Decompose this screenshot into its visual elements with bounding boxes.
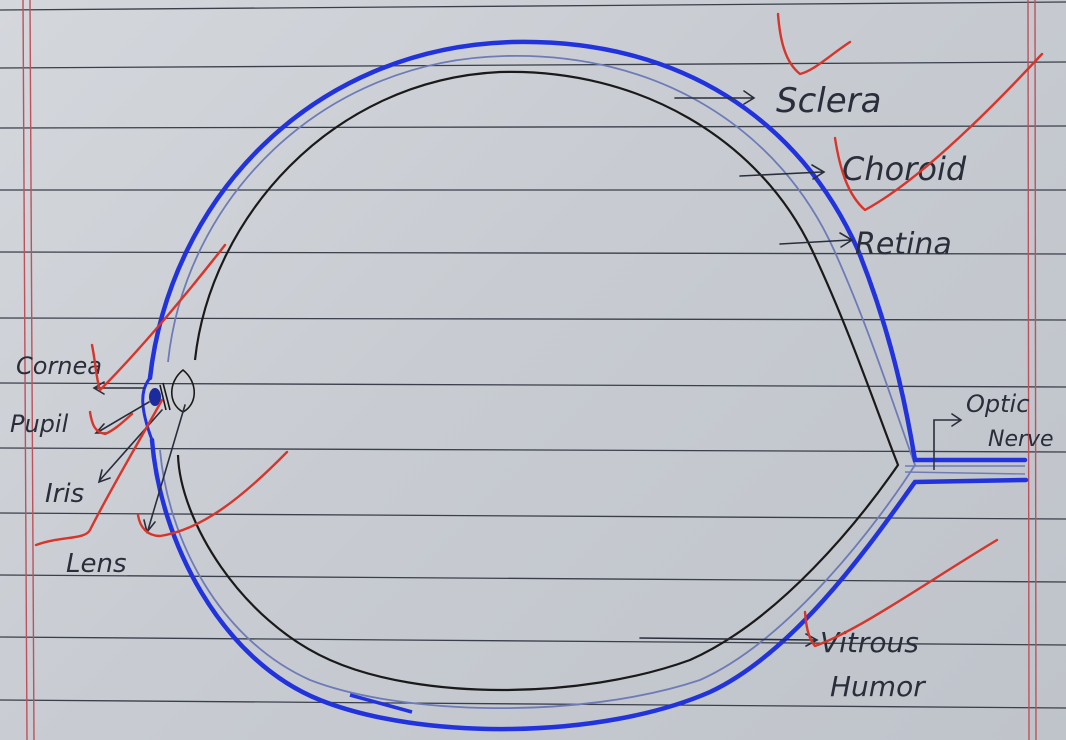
label-optic-nerve-2: Nerve: [988, 427, 1054, 452]
pupil-arrow: [96, 402, 149, 433]
ruled-lines: [0, 2, 1066, 708]
right-margin-line: [1028, 0, 1029, 740]
label-arrows: [94, 91, 961, 646]
label-choroid: Choroid: [842, 150, 967, 188]
retina-arrow: [780, 233, 852, 247]
ruled-line: [0, 575, 1066, 582]
sclera-arrow: [675, 91, 754, 104]
label-lens: Lens: [66, 549, 127, 579]
labels: Sclera Choroid Retina Optic Nerve Cornea…: [10, 81, 1054, 703]
optic-nerve: [905, 466, 1025, 474]
label-sclera: Sclera: [776, 81, 881, 121]
lens: [172, 370, 195, 412]
ruled-line: [0, 2, 1066, 10]
right-margin-line: [1035, 0, 1036, 740]
label-retina: Retina: [855, 227, 952, 262]
label-vitreous-2: Humor: [830, 670, 926, 703]
label-cornea: Cornea: [16, 352, 102, 380]
retina-layer: [178, 72, 898, 690]
iris: [160, 383, 170, 410]
ruled-line: [0, 62, 1066, 68]
ruled-line: [0, 126, 1066, 128]
label-pupil: Pupil: [10, 410, 69, 438]
label-optic-nerve-1: Optic: [966, 390, 1029, 418]
check-mark: [92, 245, 225, 390]
choroid-layer: [160, 56, 915, 708]
check-mark: [778, 14, 850, 74]
ruled-line: [0, 513, 1066, 519]
optic-nerve-arrow: [934, 414, 961, 455]
label-iris: Iris: [45, 479, 84, 509]
label-vitreous-1: Vitrous: [820, 626, 919, 659]
